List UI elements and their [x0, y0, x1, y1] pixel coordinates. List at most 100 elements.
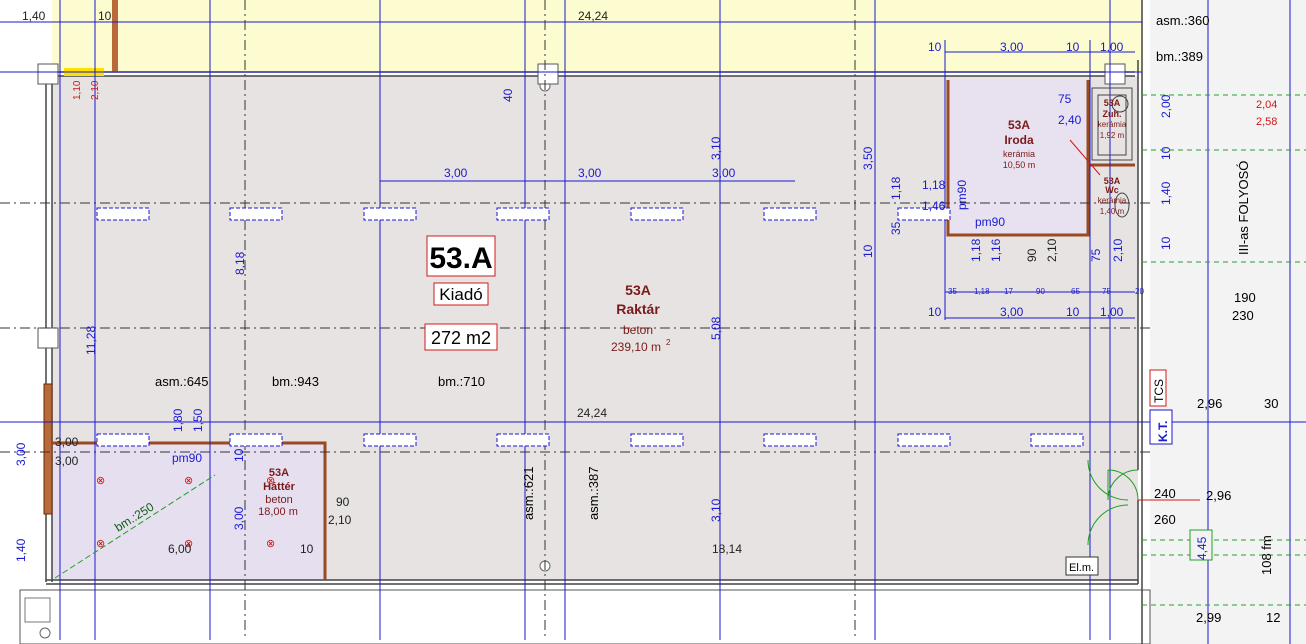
room-area: 272 m2: [431, 328, 491, 348]
dimension-label: 10: [928, 305, 942, 319]
dimension-label: 75: [1058, 92, 1072, 106]
dimension-label: 3,00: [444, 166, 468, 180]
dimension-label: 6,00: [168, 542, 192, 556]
dimension-label: 2,99: [1196, 610, 1221, 625]
dimension-label: ⊗: [184, 475, 193, 487]
iroda-area: 10,50 m: [1003, 160, 1036, 170]
dimension-label: ⊗: [96, 475, 105, 487]
dimension-label: ⊗: [184, 538, 193, 550]
hatter-floor: beton: [265, 494, 293, 506]
corridor-name: III-as FOLYOSÓ: [1236, 161, 1251, 255]
dimension-label: ⊗: [96, 538, 105, 550]
dimension-label: 3,00: [712, 166, 736, 180]
dimension-label: 1,46: [922, 199, 946, 213]
dimension-label: 3,00: [14, 442, 28, 466]
dimension-label: 30: [1264, 396, 1278, 411]
dimension-label: 10: [1066, 305, 1080, 319]
dimension-label: 2: [666, 338, 671, 347]
dimension-label: 1,50: [191, 408, 205, 432]
dimension-label: 1,16: [989, 238, 1003, 262]
dimension-label: 40: [501, 88, 515, 102]
dimension-label: 10: [1066, 40, 1080, 54]
dimension-label: 90: [1025, 248, 1039, 262]
dimension-label: 8,18: [233, 251, 247, 275]
asm-645: asm.:645: [155, 374, 208, 389]
dimension-label: 1,00: [1100, 40, 1124, 54]
dimension-label: 65: [1071, 287, 1080, 296]
dimension-label: 230: [1232, 308, 1254, 323]
iroda-floor: kerámia: [1003, 149, 1035, 159]
dimension-label: 3,00: [578, 166, 602, 180]
hatter-area: 18,00 m: [258, 506, 298, 518]
corridor-length: 108 fm: [1259, 535, 1274, 575]
dimension-label: 2,96: [1197, 396, 1222, 411]
dimension-label: 24,24: [577, 406, 607, 420]
corridor-floor: [1150, 0, 1306, 644]
dimension-label: 35: [889, 221, 903, 235]
wc-code: 53A: [1104, 176, 1121, 186]
dimension-label: 4,45: [1195, 536, 1209, 560]
dimension-label: 2,10: [1111, 238, 1125, 262]
dimension-label: 2,10: [90, 80, 101, 100]
room-status: Kiadó: [439, 285, 482, 304]
dimension-label: 17: [1004, 287, 1013, 296]
dimension-label: 3,10: [709, 136, 723, 160]
dimension-label: 1,80: [171, 408, 185, 432]
raktar-floor: beton: [623, 323, 653, 337]
dimension-label: 2,04: [1256, 99, 1277, 111]
corridor-asm: asm.:360: [1156, 13, 1209, 28]
zuh-name: Zuh.: [1103, 109, 1122, 119]
tcs-label: TCS: [1152, 379, 1166, 403]
dimension-label: 90: [1036, 287, 1045, 296]
dimension-label: 1,10: [72, 80, 83, 100]
dimension-label: 75: [1089, 248, 1103, 262]
dimension-label: 2,10: [328, 513, 352, 527]
dimension-label: 90: [336, 495, 350, 509]
dimension-label: 35: [948, 287, 957, 296]
dimension-label: 10: [928, 40, 942, 54]
dimension-label: 260: [1154, 512, 1176, 527]
wc-name: Wc: [1105, 185, 1119, 195]
zuh-floor: kerámia: [1098, 120, 1127, 129]
dimension-label: 5,08: [709, 316, 723, 340]
zuh-area: 1,92 m: [1100, 131, 1125, 140]
dimension-label: 10: [300, 542, 314, 556]
dimension-label: 10: [1159, 146, 1173, 160]
wc-area: 1,40 m: [1100, 207, 1125, 216]
dimension-label: 1,18: [889, 176, 903, 200]
iroda-name: Iroda: [1004, 133, 1034, 147]
corridor-bm: bm.:389: [1156, 49, 1203, 64]
dimension-label: 2,58: [1256, 116, 1277, 128]
asm-621: asm.:621: [521, 467, 536, 520]
dimension-label: 3,00: [1000, 40, 1024, 54]
raktar-area: 239,10 m: [611, 340, 661, 354]
dimension-label: 1,18: [922, 178, 946, 192]
top-strip: [52, 0, 1142, 72]
dimension-label: 12: [1266, 610, 1280, 625]
dimension-label: 3,00: [55, 435, 79, 449]
dimension-label: 240: [1154, 486, 1176, 501]
dimension-label: ⊗: [266, 538, 275, 550]
dimension-label: 1,18: [969, 238, 983, 262]
kt-label: K.T.: [1156, 421, 1170, 442]
dimension-label: 75: [1102, 287, 1111, 296]
dimension-label: 1,00: [1100, 305, 1124, 319]
dimension-label: 3,50: [861, 146, 875, 170]
iroda-code: 53A: [1008, 118, 1030, 132]
dimension-label: 1,40: [1159, 181, 1173, 205]
dimension-label: 10: [1159, 236, 1173, 250]
bm-710: bm.:710: [438, 374, 485, 389]
dimension-label: 10: [232, 448, 246, 462]
dimension-label: 24,24: [578, 9, 608, 23]
hatter-name: Háttér: [263, 481, 296, 493]
dimension-label: 20: [1135, 287, 1144, 296]
hatter-code: 53A: [269, 467, 289, 479]
dimension-label: 10: [861, 244, 875, 258]
dimension-label: 1,18: [974, 287, 990, 296]
dimension-label: 2,00: [1159, 94, 1173, 118]
elm-label: El.m.: [1069, 562, 1094, 574]
dimension-label: pm90: [955, 180, 969, 210]
wc-floor: kerámia: [1098, 196, 1127, 205]
bm-943: bm.:943: [272, 374, 319, 389]
